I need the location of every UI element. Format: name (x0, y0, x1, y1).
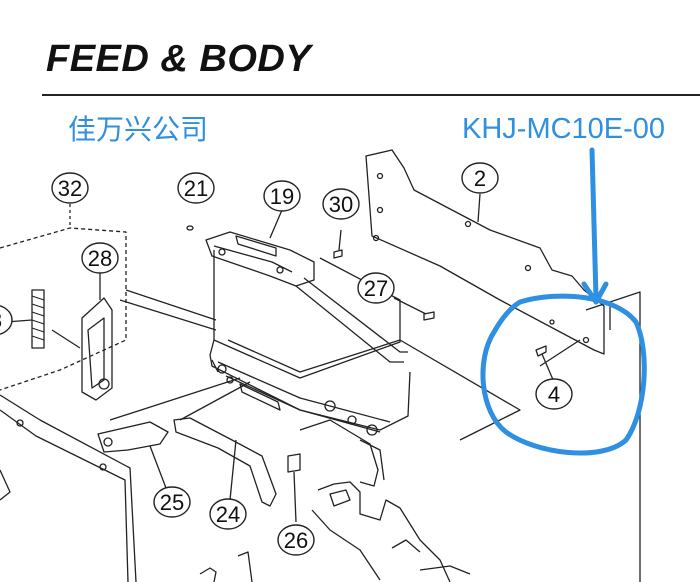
callout-21-circle (177, 172, 215, 204)
callout-19-circle (263, 180, 301, 212)
callout-8-circle (0, 305, 13, 335)
callout-21-label: 21 (184, 176, 208, 201)
callout-27-label: 27 (364, 276, 388, 301)
callout-24-circle (209, 498, 247, 530)
screw-4 (535, 345, 547, 357)
callout-8-label: 8 (0, 308, 2, 333)
callout-26-circle (277, 524, 315, 556)
callout-4-label: 4 (548, 382, 560, 407)
callout-26-label: 26 (284, 528, 308, 553)
side-plate-part (365, 149, 605, 355)
callout-2-label: 2 (474, 166, 486, 191)
screw-30 (333, 249, 343, 259)
callout-28-circle (81, 242, 119, 274)
lower-right-block (317, 481, 451, 582)
title-divider (42, 94, 700, 96)
part-number-annotation: KHJ-MC10E-00 (462, 113, 666, 145)
screw-27 (423, 311, 435, 321)
callout-19-label: 19 (270, 184, 294, 209)
top-guide-part (205, 231, 315, 287)
callout-28-label: 28 (88, 246, 112, 271)
callout-30-circle (322, 188, 360, 220)
lower-left-plate (0, 394, 137, 582)
callout-30-label: 30 (329, 192, 353, 217)
callout-4-circle (535, 378, 573, 410)
callout-32-circle (51, 172, 89, 204)
back-plate (585, 291, 641, 582)
highlight-circle (480, 293, 647, 456)
latch-part (81, 297, 113, 401)
page-title: FEED & BODY (46, 38, 312, 80)
arm-part (173, 417, 277, 507)
group-32-dashed-box (0, 227, 127, 391)
spring-part (31, 289, 45, 349)
callout-24-label: 24 (216, 502, 240, 527)
highlight-arrow (589, 147, 599, 301)
callout-25-circle (153, 486, 191, 518)
callout-27-circle (357, 272, 395, 304)
main-body-frame (213, 250, 401, 379)
callout-2-circle (461, 162, 499, 194)
lever-part (97, 421, 169, 453)
callout-25-label: 25 (160, 490, 184, 515)
company-annotation: 佳万兴公司 (68, 113, 209, 146)
callout-32-label: 32 (58, 176, 82, 201)
pin-part (287, 453, 301, 473)
screw-21 (186, 225, 194, 231)
